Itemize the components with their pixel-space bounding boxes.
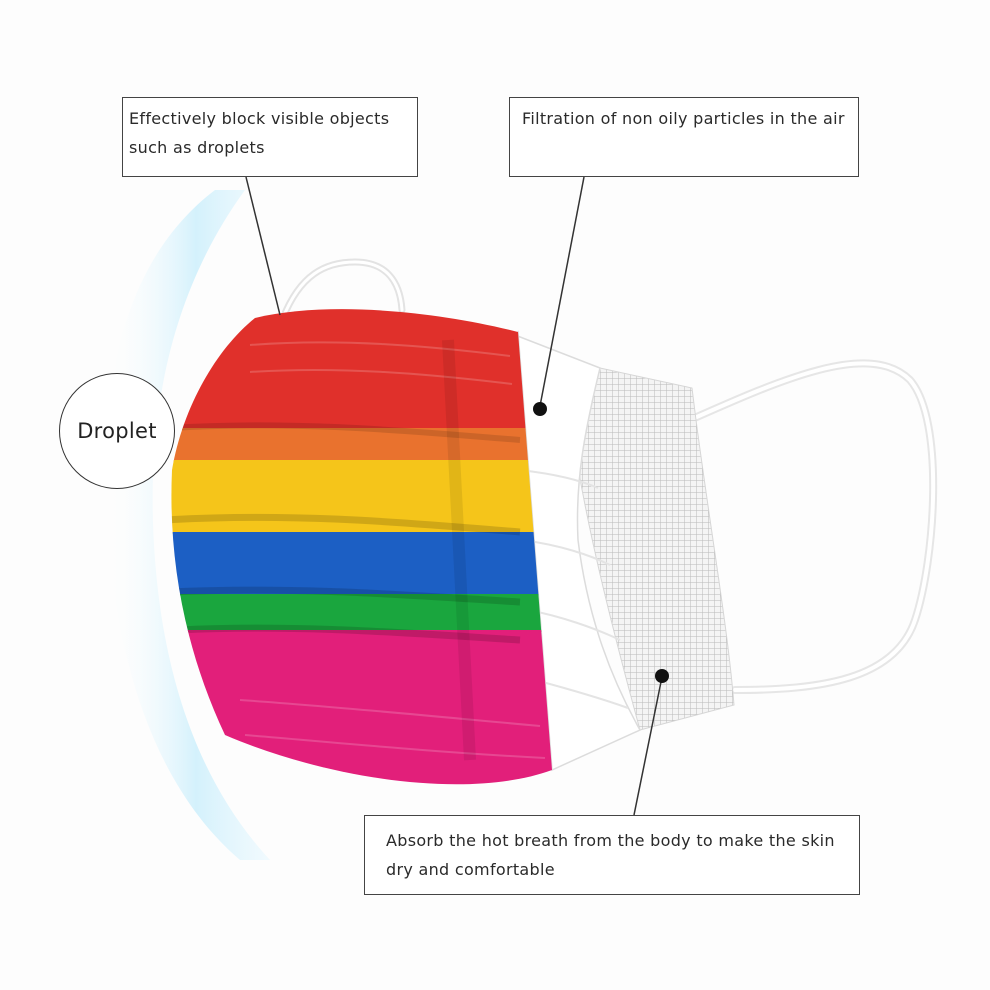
middle-layer-callout: Filtration of non oily particles in the … [509, 97, 859, 177]
leader-line-middle [539, 176, 585, 407]
leader-line-inner [633, 676, 663, 816]
outer-colored-layer [171, 309, 552, 785]
inner-layer-dot [655, 669, 669, 683]
leader-line-outer [245, 176, 281, 316]
droplet-arc [105, 190, 270, 860]
middle-layer-dot [533, 402, 547, 416]
outer-layer-callout: Effectively block visible objects such a… [122, 97, 418, 177]
droplet-label: Droplet [59, 373, 175, 489]
inner-mesh-layer [571, 367, 735, 731]
inner-layer-callout: Absorb the hot breath from the body to m… [364, 815, 860, 895]
